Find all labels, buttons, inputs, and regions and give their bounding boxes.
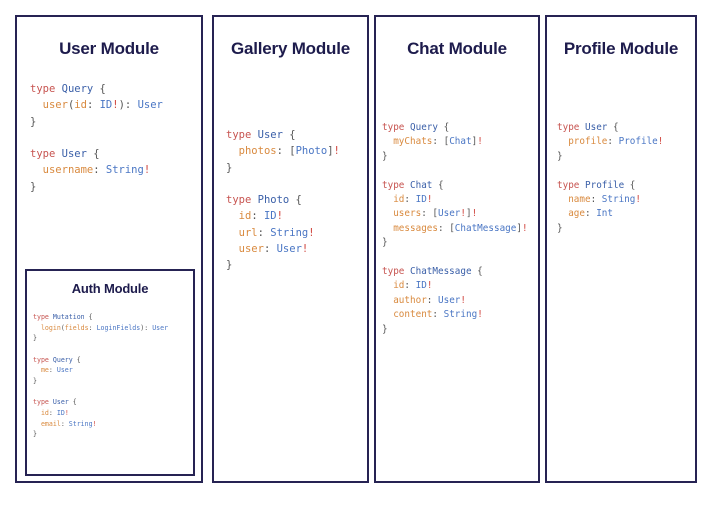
module-card-user[interactable]: User Module type Query { user(id: ID!): …	[15, 15, 203, 483]
module-card-profile[interactable]: Profile Module type User { profile: Prof…	[545, 15, 697, 483]
module-title-user: User Module	[59, 39, 159, 58]
module-card-auth[interactable]: Auth Module type Mutation { login(fields…	[25, 269, 195, 476]
module-card-chat[interactable]: Chat Module type Query { myChats: [Chat]…	[374, 15, 540, 483]
module-title-profile: Profile Module	[563, 39, 679, 58]
module-title-chat: Chat Module	[407, 39, 507, 58]
schema-code-profile: type User { profile: Profile! } type Pro…	[557, 122, 664, 234]
schema-code-user: type Query { user(id: ID!): User } type …	[30, 83, 163, 193]
module-title-auth: Auth Module	[71, 281, 149, 296]
module-card-gallery[interactable]: Gallery Module type User { photos: [Phot…	[212, 15, 369, 483]
schema-code-auth: type Mutation { login(fields: LoginField…	[33, 313, 169, 439]
schema-code-gallery: type User { photos: [Photo]! } type Phot…	[226, 129, 340, 272]
module-title-gallery: Gallery Module	[230, 39, 351, 58]
schema-code-chat: type Query { myChats: [Chat]! } type Cha…	[382, 122, 528, 335]
